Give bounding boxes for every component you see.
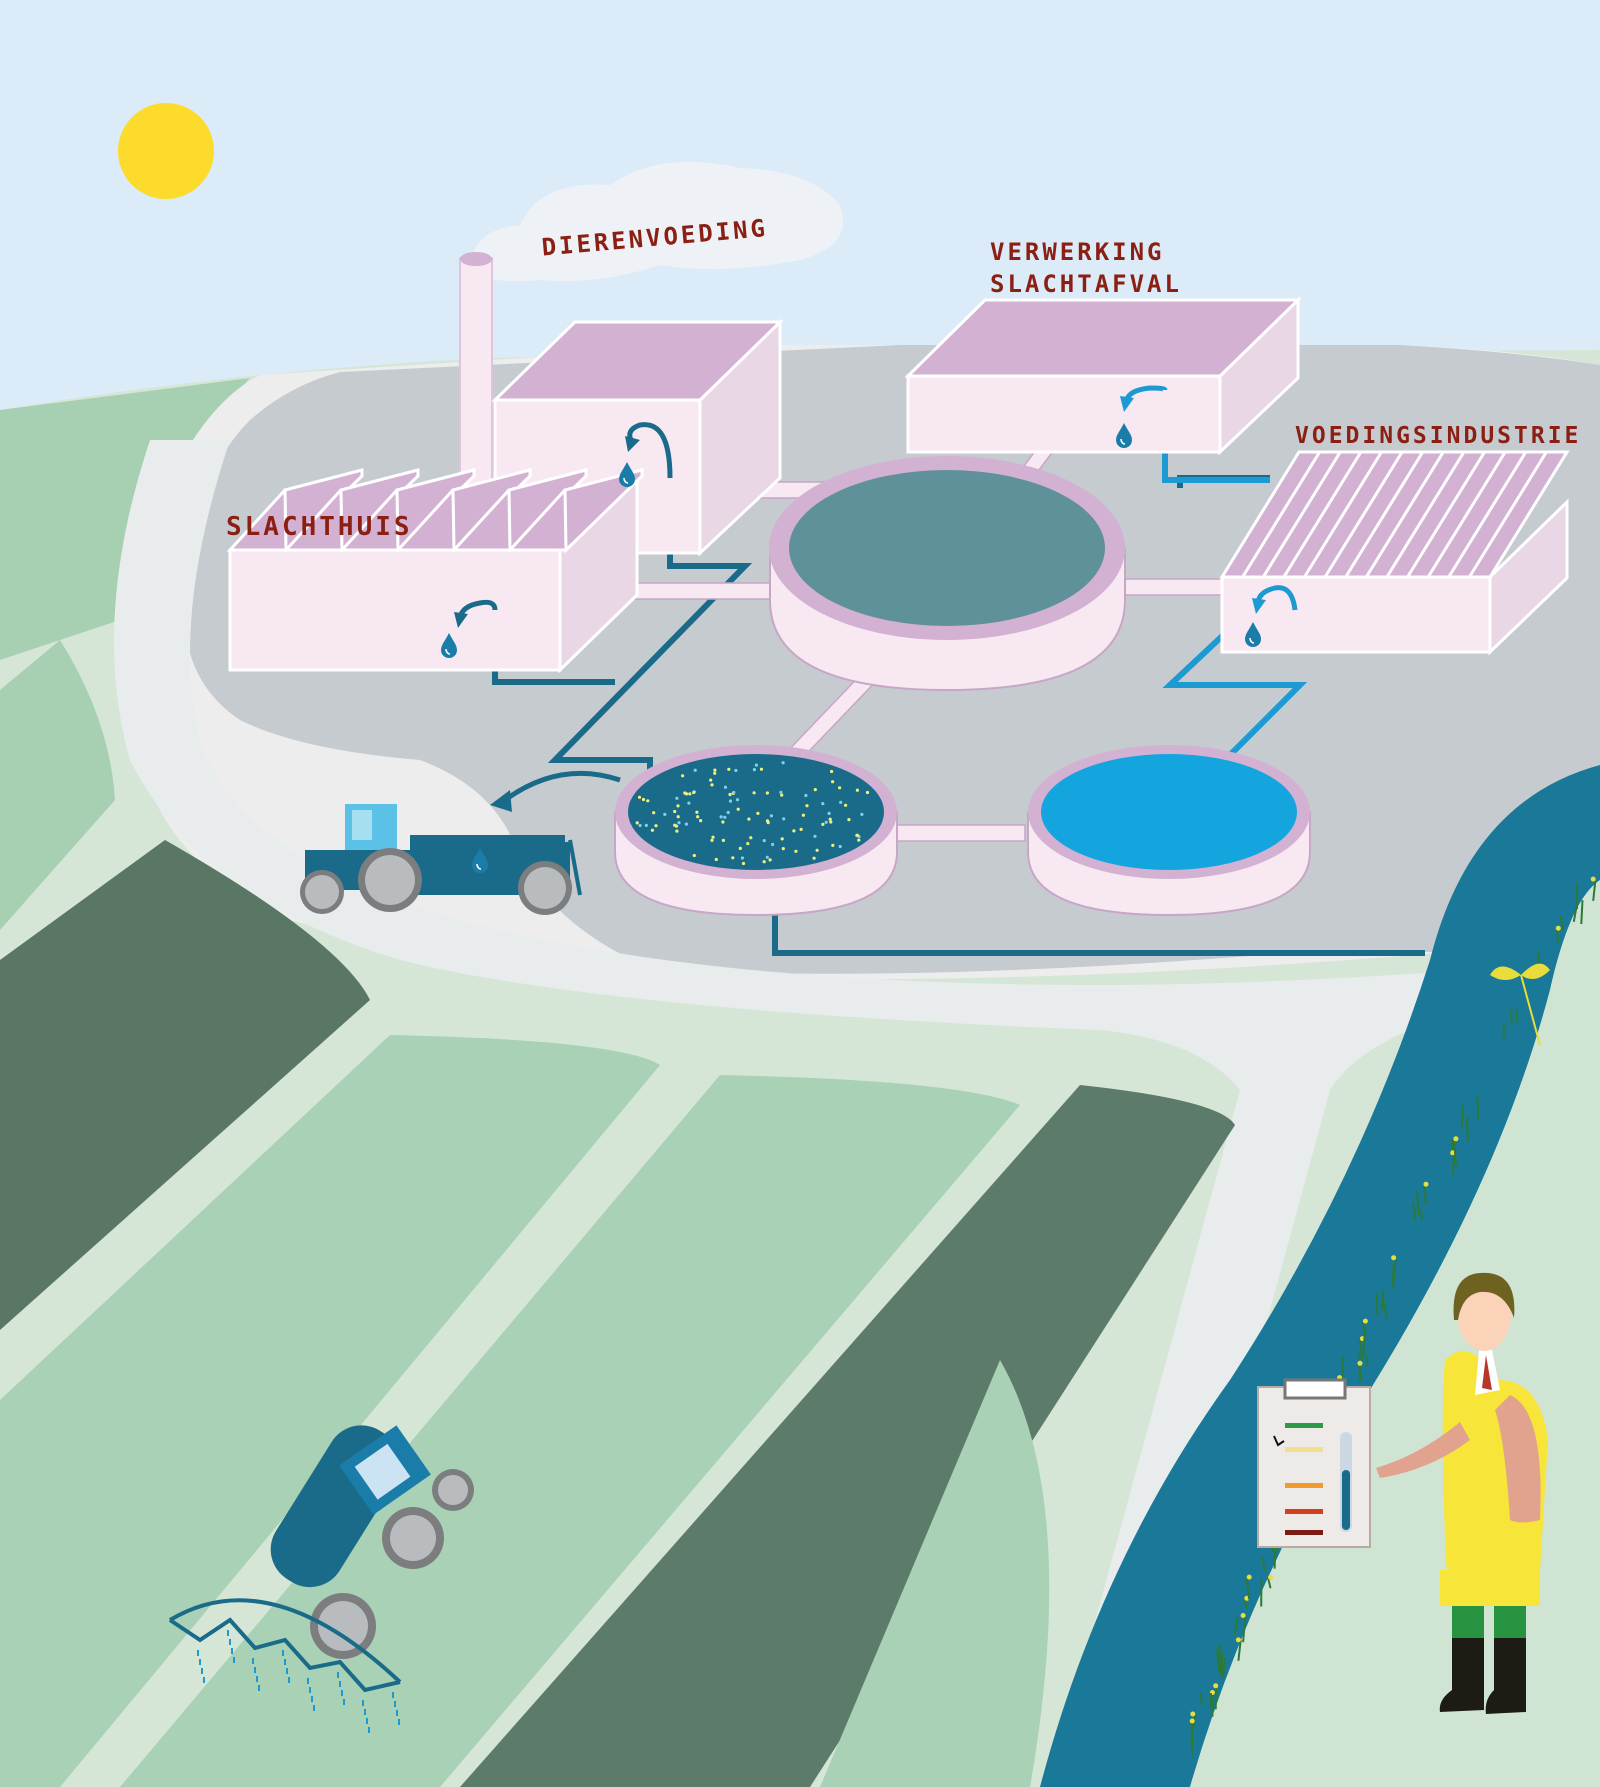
tractor-icon [300,770,621,915]
label-rendering-line1: VERWERKING [990,238,1165,266]
slaughterhouse [226,468,644,674]
clean-water-basin [1027,745,1311,917]
smoke-cloud [470,161,844,282]
water-reuse-arrows [457,385,1298,619]
field-light-3 [820,1360,1050,1787]
field-dark-center [460,1085,1235,1787]
sprayer-icon [168,1425,474,1733]
field-light-1 [0,1035,660,1787]
left-hill-lower [0,640,115,930]
river [1040,765,1600,1787]
sprout-icon [1490,963,1550,1046]
primary-basin [769,456,1126,692]
rendering-plant [904,296,1302,456]
label-slaughterhouse: SLACHTHUIS [226,512,413,542]
label-rendering-line2: SLACHTAFVAL [990,270,1182,298]
aeration-basin [614,745,898,917]
clipboard-icon [1257,1378,1371,1548]
sun-icon [118,103,214,199]
person-icon [1376,1272,1548,1714]
label-food-industry: VOEDINGSINDUSTRIE [1295,423,1581,449]
field-dark-left [0,840,370,1330]
reuse-arrowheads [454,396,1266,628]
